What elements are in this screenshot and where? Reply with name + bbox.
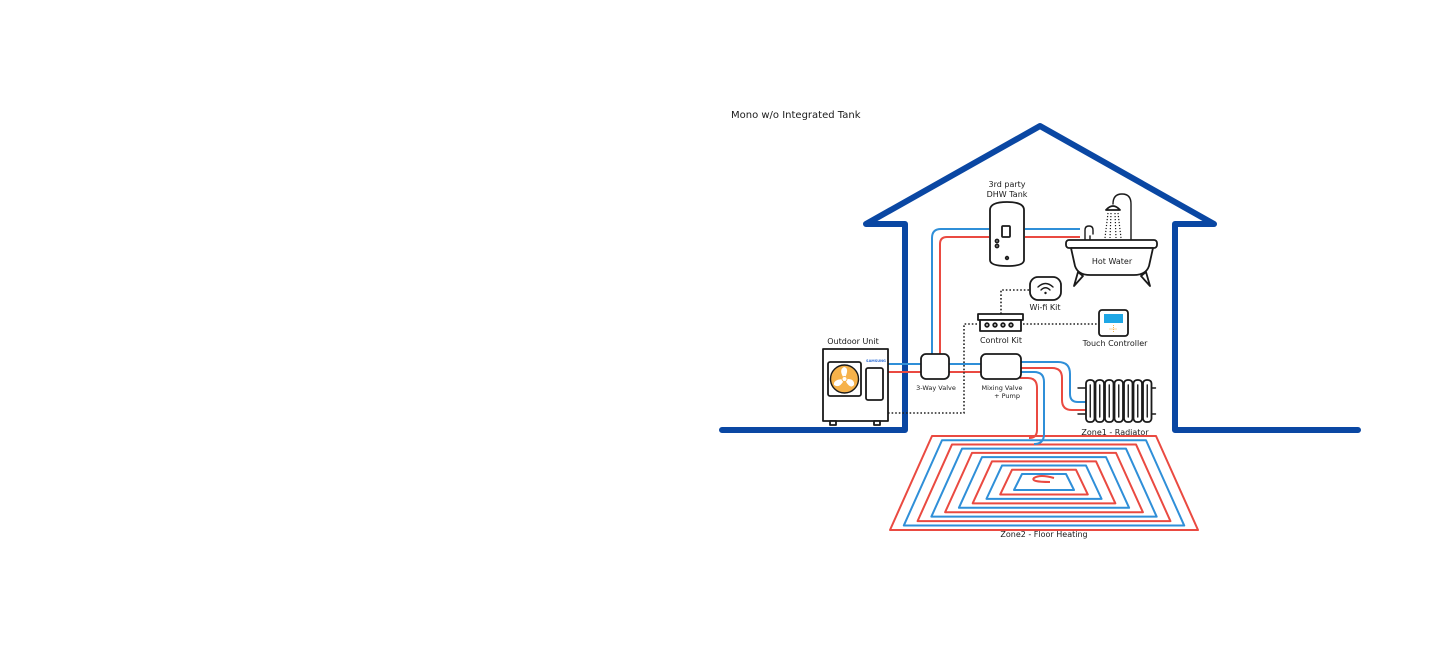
floor-coil-loop [916,443,1172,523]
three-way-valve: 3-Way Valve [916,353,956,392]
bathtub-icon: Hot Water [1065,193,1158,287]
mixing-valve-label-line1: Mixing Valve [982,384,1023,392]
dhw-tank: 3rd party DHW Tank [987,180,1028,267]
floor-heating-coil [889,435,1199,531]
control-kit-label: Control Kit [980,336,1022,345]
floor-coil-loop [944,451,1144,514]
zone2-label: Zone2 - Floor Heating [1000,530,1087,539]
radiator-icon [1077,379,1157,423]
floor-coil-loop [930,447,1158,518]
diagram-title: Mono w/o Integrated Tank [731,110,861,121]
zone1-label: Zone1 - Radiator [1081,428,1149,437]
outdoor-unit: Outdoor Unit SAMSUNG [822,337,889,426]
outdoor-unit-label: Outdoor Unit [827,337,879,346]
wifi-kit-icon [1029,276,1062,301]
floor-coil-loop [1013,473,1075,491]
touch-controller: Touch Controller [1082,309,1149,348]
wifi-kit-label: Wi-fi Kit [1029,303,1060,312]
floor-coil-loop [985,464,1103,500]
floor-coil-loop [957,456,1131,509]
floor-coil-loop [902,439,1186,527]
hot-water-label: Hot Water [1092,257,1133,266]
control-wiring [888,289,1098,414]
three-way-valve-label: 3-Way Valve [916,384,956,392]
pipes [888,228,1088,445]
dhw-tank-label-line1: 3rd party [989,180,1026,189]
control-kit: Control Kit [977,313,1024,345]
floor-coil-loop [999,468,1089,496]
house-outline [719,123,1361,433]
floor-coil-loop [889,435,1199,531]
wifi-icon [1044,291,1047,295]
floor-coil-center [1032,475,1055,483]
mixing-valve-icon [980,353,1022,380]
dhw-tank-label-line2: DHW Tank [987,190,1028,199]
three-way-valve-icon [920,353,950,380]
mixing-valve-label-line2: + Pump [994,392,1020,400]
mixing-valve-pump: Mixing Valve + Pump [980,353,1023,400]
touch-controller-label: Touch Controller [1082,339,1149,348]
wifi-kit: Wi-fi Kit [1029,276,1062,312]
floor-coil-loop [971,460,1117,505]
samsung-logo: SAMSUNG [866,359,886,363]
